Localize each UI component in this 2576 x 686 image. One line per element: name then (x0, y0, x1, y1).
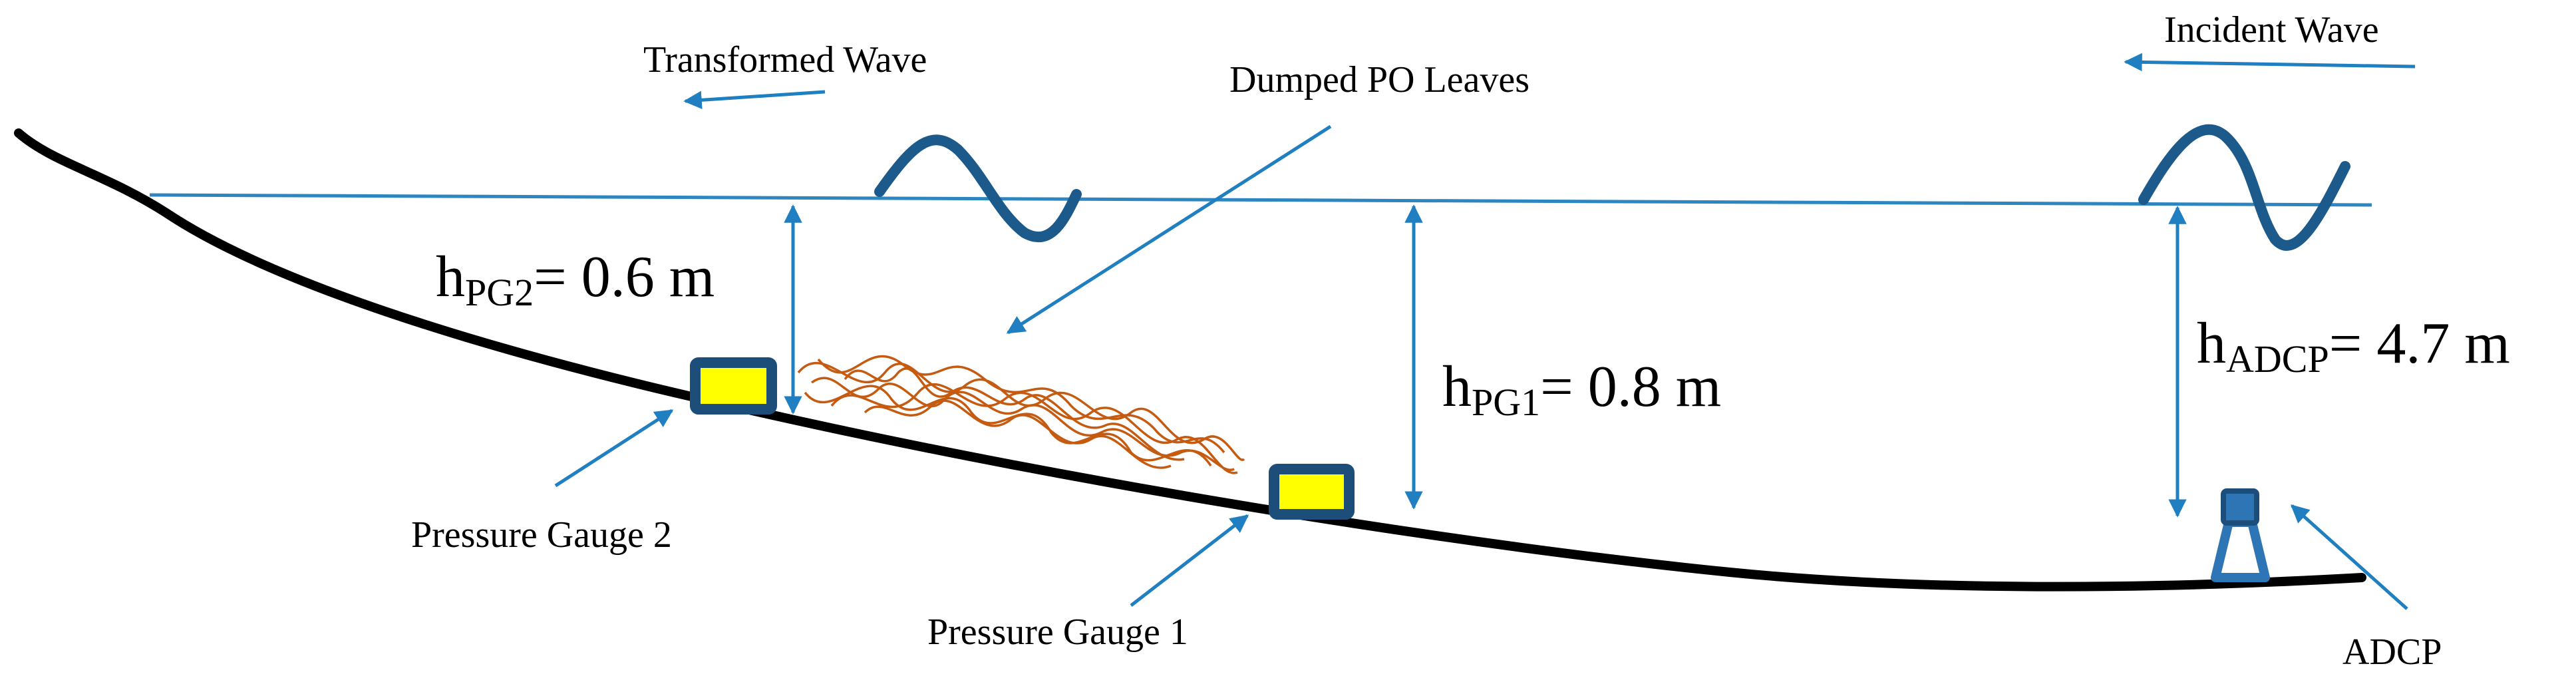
adcp-pointer-arrow (2290, 504, 2408, 610)
incident-wave-arrow (2124, 53, 2416, 72)
pressure-gauge-2-label: Pressure Gauge 2 (411, 514, 672, 556)
po-leaves-pointer-arrow (1006, 124, 1332, 335)
pg2-depth-label: hPG2= 0.6 m (436, 245, 715, 314)
adcp-label: ADCP (2342, 631, 2442, 673)
dumped-po-leaves-cluster (797, 355, 1245, 474)
pressure-gauge-2-device (690, 357, 777, 415)
dumped-po-leaves-label: Dumped PO Leaves (1229, 59, 1530, 100)
incident-wave-glyph (2138, 124, 2350, 251)
transformed-wave-glyph (874, 134, 1082, 242)
transformed-wave-label: Transformed Wave (643, 39, 927, 81)
pressure-gauge-1-device (1269, 464, 1355, 520)
seabed-profile (14, 128, 2366, 592)
pressure-gauge-1-label: Pressure Gauge 1 (927, 611, 1188, 653)
transformed-wave-arrow (683, 90, 826, 110)
pressure-gauge-2-pointer-arrow (554, 409, 674, 488)
incident-wave-label: Incident Wave (2164, 9, 2379, 51)
pg1-depth-label: hPG1= 0.8 m (1442, 355, 1721, 424)
water-surface-line (149, 193, 2372, 207)
pressure-gauge-1-pointer-arrow (1130, 514, 1249, 607)
adcp-device (2211, 488, 2270, 582)
adcp-depth-label: hADCP= 4.7 m (2197, 311, 2510, 381)
